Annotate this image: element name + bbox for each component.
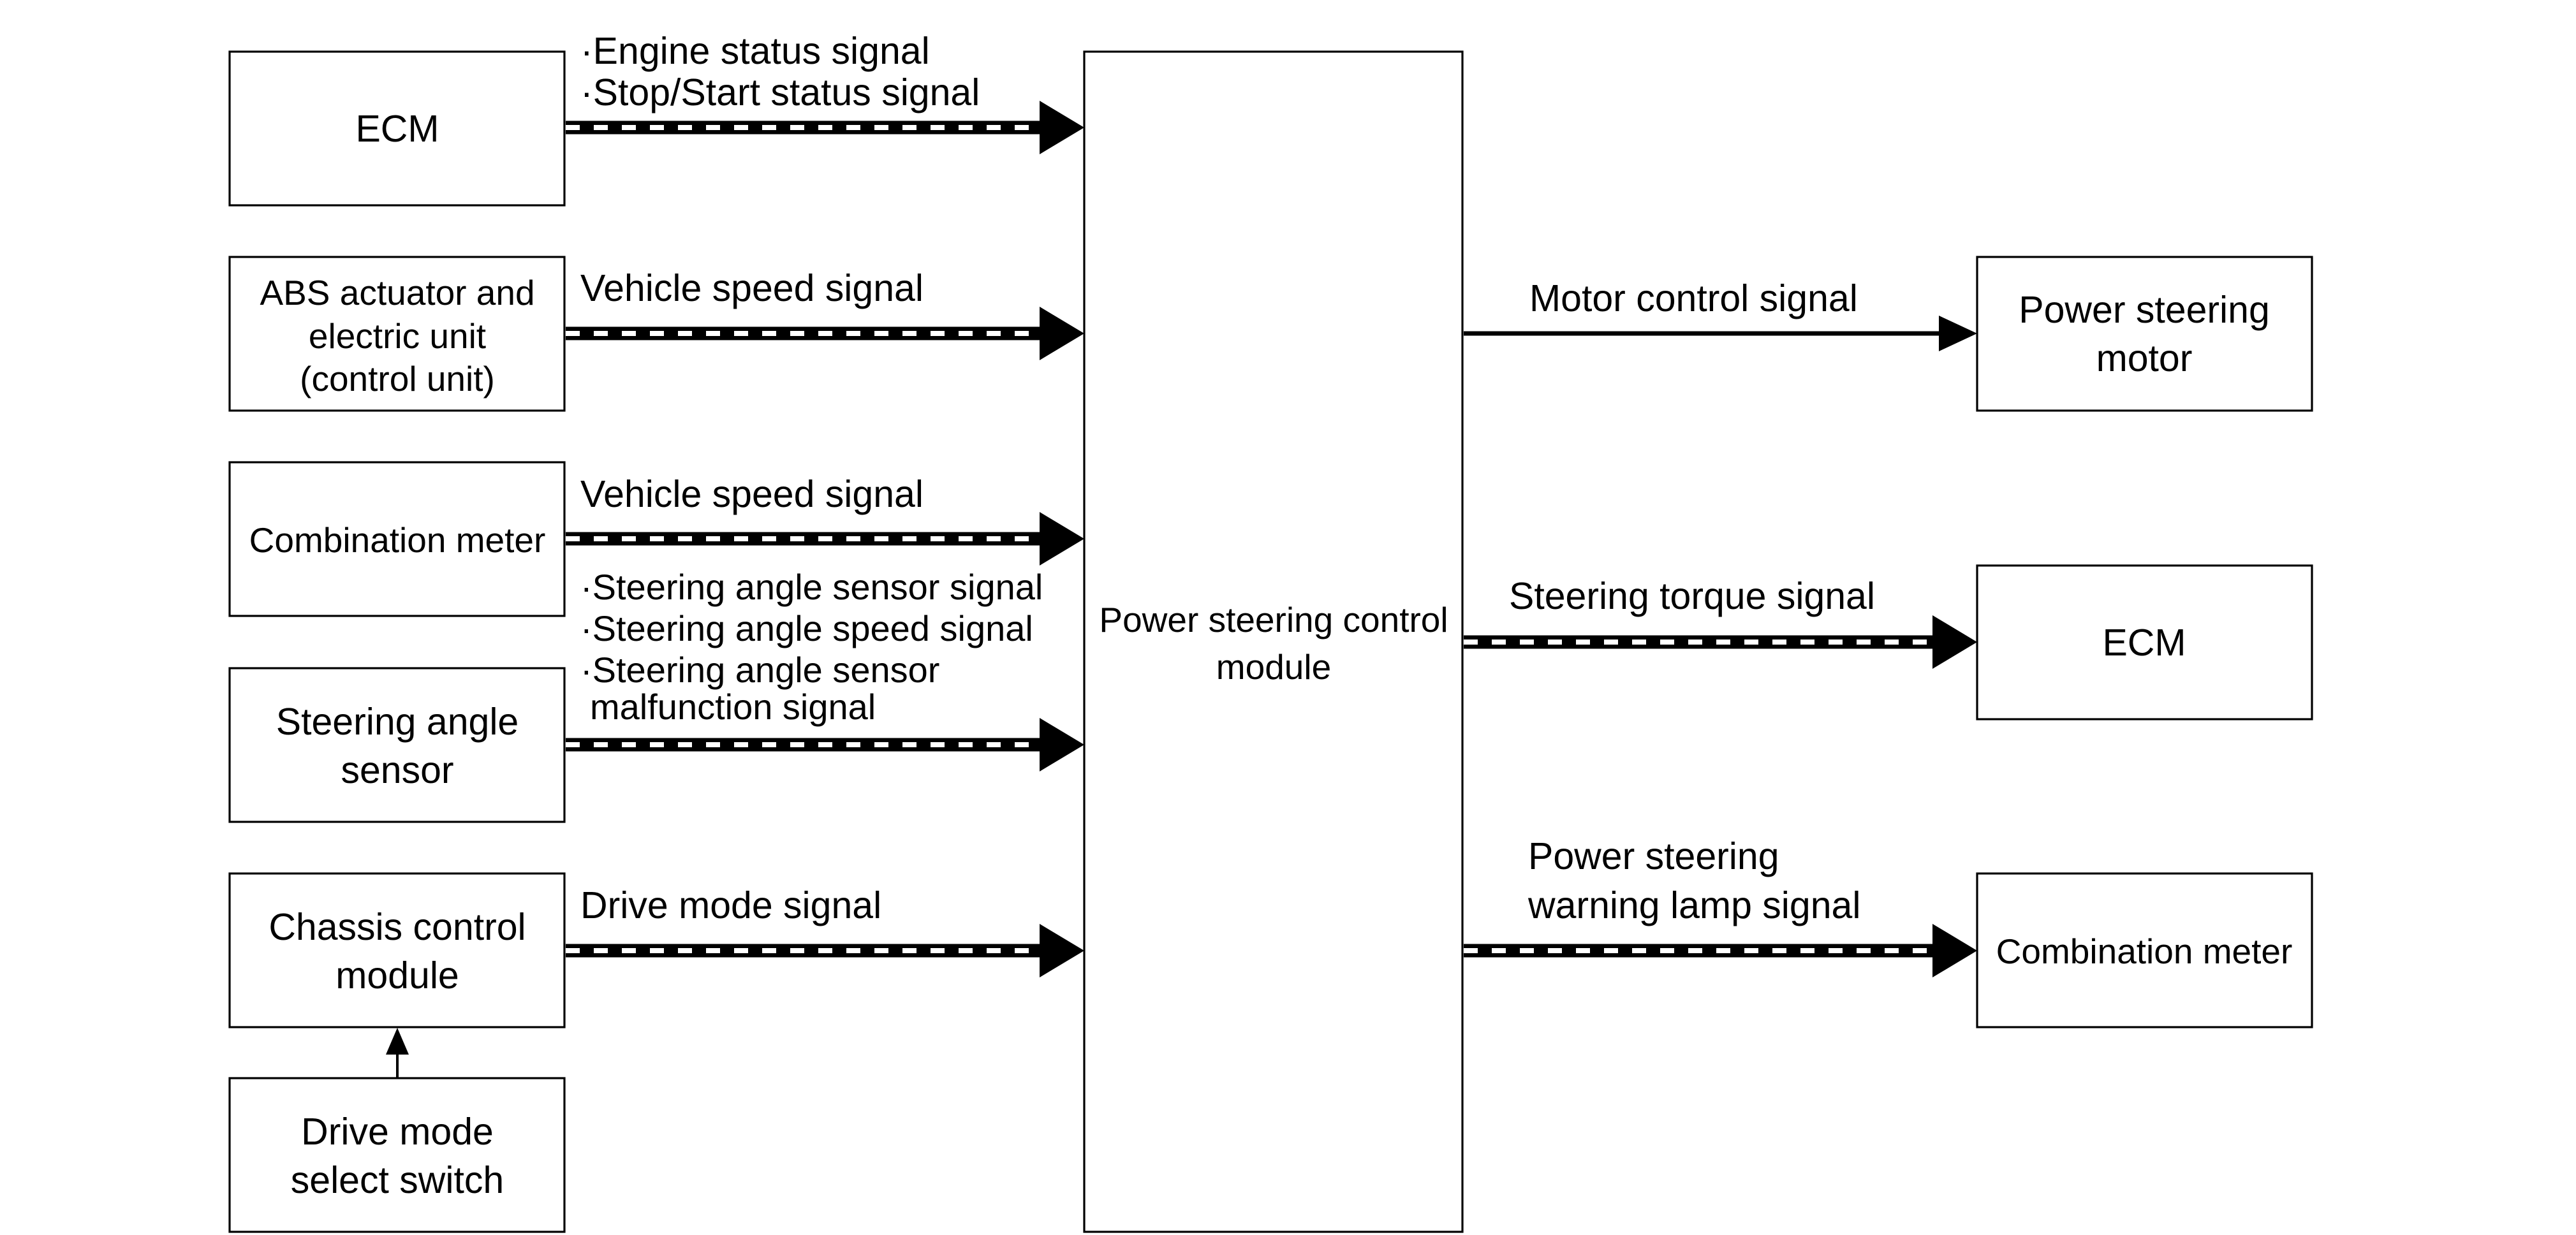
ecm-label: ECM	[355, 108, 439, 150]
chassis-control-label-line-2: module	[335, 954, 459, 997]
drive-mode-signal-label: Drive mode signal	[580, 884, 881, 926]
abs-actuator-box: ABS actuator and electric unit (control …	[228, 256, 566, 412]
chassis-control-to-pscm-bus-arrow	[566, 924, 1084, 977]
power-steering-control-module-box: Power steering control module	[1083, 50, 1464, 1233]
drive-mode-switch-box: Drive mode select switch	[228, 1077, 566, 1233]
combination-meter-input-box: Combination meter	[228, 461, 566, 617]
warning-lamp-signal-label-line-1: Power steering	[1528, 835, 1779, 877]
pscm-label-line-1: Power steering control	[1099, 600, 1448, 639]
abs-label-line-2: electric unit	[309, 316, 486, 356]
abs-label-line-1: ABS actuator and	[260, 273, 534, 312]
ecm-to-pscm-bus-arrow	[566, 101, 1084, 154]
pscm-to-combination-meter-bus-arrow	[1464, 924, 1977, 977]
warning-lamp-signal-label-line-2: warning lamp signal	[1527, 884, 1860, 926]
pscm-to-ecm-bus-arrow	[1464, 615, 1977, 669]
steering-angle-sensor-box: Steering angle sensor	[228, 667, 566, 823]
meter-vehicle-speed-signal-label: Vehicle speed signal	[580, 473, 924, 515]
steering-angle-sensor-signal-label: ·Steering angle sensor signal	[580, 567, 1043, 607]
drive-mode-switch-to-chassis-arrow	[386, 1028, 409, 1078]
steering-angle-malfunction-signal-label-line-1: ·Steering angle sensor	[580, 650, 939, 690]
abs-label-line-3: (control unit)	[300, 359, 495, 398]
drive-mode-switch-label-line-2: select switch	[291, 1159, 504, 1201]
steering-angle-sensor-label-line-1: Steering angle	[276, 701, 519, 743]
steering-angle-sensor-label-line-2: sensor	[341, 749, 453, 791]
abs-vehicle-speed-signal-label: Vehicle speed signal	[580, 267, 924, 309]
steering-angle-malfunction-signal-label-line-2: malfunction signal	[590, 687, 876, 727]
power-steering-motor-label-line-1: Power steering	[2019, 289, 2270, 331]
chassis-control-module-box: Chassis control module	[228, 872, 566, 1028]
stop-start-status-signal-label: ·Stop/Start status signal	[580, 71, 980, 113]
power-steering-motor-box: Power steering motor	[1976, 256, 2313, 412]
pscm-label-line-2: module	[1216, 647, 1331, 687]
pscm-to-motor-arrow	[1464, 316, 1977, 351]
combination-meter-output-label: Combination meter	[1996, 932, 2293, 971]
ecm-box: ECM	[228, 50, 566, 207]
steering-angle-sensor-to-pscm-bus-arrow	[566, 718, 1084, 771]
combination-meter-output-box: Combination meter	[1976, 872, 2313, 1028]
abs-to-pscm-bus-arrow	[566, 307, 1084, 360]
steering-angle-speed-signal-label: ·Steering angle speed signal	[580, 608, 1033, 648]
engine-status-signal-label: ·Engine status signal	[580, 30, 930, 72]
combination-meter-input-label: Combination meter	[249, 520, 546, 560]
ecm-output-box: ECM	[1976, 564, 2313, 720]
chassis-control-label-line-1: Chassis control	[269, 906, 526, 948]
combination-meter-to-pscm-bus-arrow	[566, 512, 1084, 566]
steering-torque-signal-label: Steering torque signal	[1509, 575, 1875, 617]
ecm-output-label: ECM	[2102, 622, 2186, 664]
motor-control-signal-label: Motor control signal	[1529, 277, 1858, 319]
drive-mode-switch-label-line-1: Drive mode	[301, 1111, 494, 1153]
power-steering-motor-label-line-2: motor	[2096, 337, 2193, 379]
